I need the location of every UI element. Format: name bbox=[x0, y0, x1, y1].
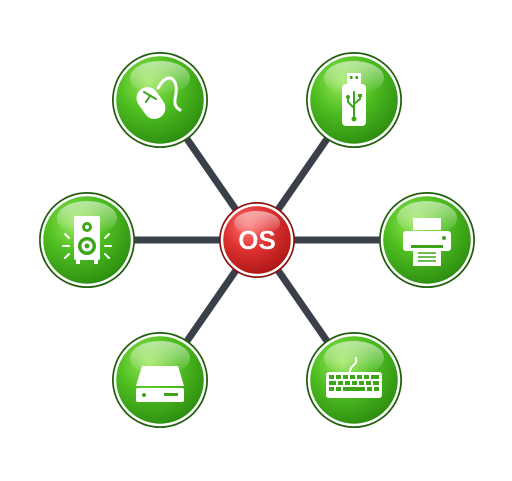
device-node-keyboard bbox=[306, 332, 402, 428]
keyboard-icon bbox=[326, 357, 382, 398]
device-node-mouse bbox=[112, 52, 208, 148]
device-node-printer bbox=[379, 192, 475, 288]
device-node-usb-drive bbox=[306, 52, 402, 148]
hard-drive-icon bbox=[136, 366, 184, 402]
hub-label: OS bbox=[238, 225, 276, 255]
os-hub: OS bbox=[219, 202, 295, 278]
mouse-icon bbox=[136, 76, 182, 119]
device-node-hard-drive bbox=[112, 332, 208, 428]
printer-icon bbox=[403, 218, 451, 266]
device-node-speaker bbox=[39, 192, 135, 288]
speaker-icon bbox=[62, 216, 112, 264]
usb-drive-icon bbox=[342, 73, 366, 126]
